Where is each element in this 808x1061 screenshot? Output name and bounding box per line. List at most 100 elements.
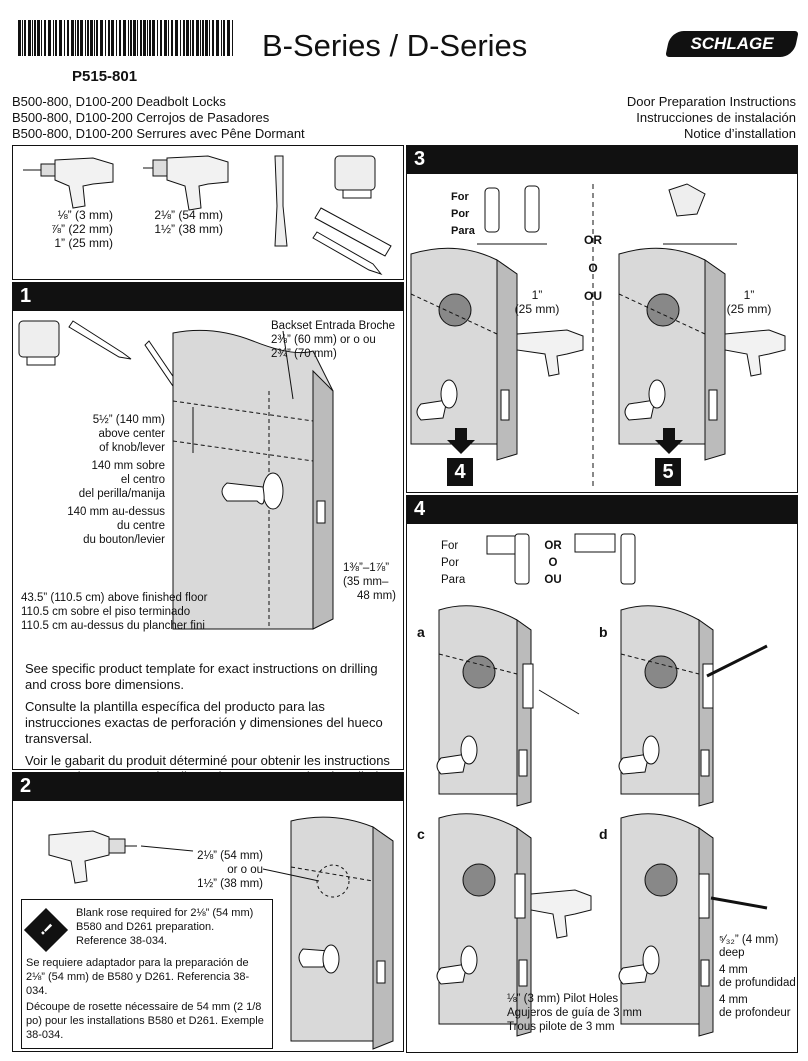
- pilot-holes-fr: Trous pilote de 3 mm: [507, 1021, 615, 1033]
- goto-step-4-badge: 4: [447, 458, 473, 486]
- barcode-bar: [119, 20, 121, 56]
- barcode-bar: [53, 20, 54, 56]
- barcode-bar: [116, 20, 117, 56]
- page-title: B-Series / D-Series: [262, 28, 528, 63]
- floor-height-en: 43.5” (110.5 cm) above finished floor: [21, 592, 208, 604]
- note-es: Consulte la plantilla específica del pro…: [25, 699, 383, 746]
- panel-d-label: d: [599, 826, 608, 842]
- barcode-bar: [183, 20, 185, 56]
- barcode-bar: [64, 20, 65, 56]
- note-en: See specific product template for exact …: [25, 661, 378, 692]
- barcode-bar: [190, 20, 191, 56]
- barcode-bar: [94, 20, 95, 56]
- barcode-bar: [85, 20, 86, 56]
- backset-label: Backset Entrada Broche: [271, 320, 396, 332]
- drill1-size-2: ⅞” (22 mm): [50, 222, 113, 236]
- barcode-bar: [216, 20, 219, 56]
- step-4-panel: For Por Para OR O OU a b c d ⅛” (3 mm) P…: [406, 523, 798, 1053]
- step-2-panel: 2⅛” (54 mm) or o ou 1½” (38 mm) ! Blank …: [12, 800, 404, 1052]
- above-center-es-3: del perilla/manija: [78, 488, 165, 500]
- step4-por: Por: [441, 557, 459, 569]
- product-line-es: B500-800, D100-200 Cerrojos de Pasadores: [12, 110, 270, 125]
- barcode-bar: [227, 20, 230, 56]
- barcode-bar: [192, 20, 194, 56]
- barcode-bar: [77, 20, 79, 56]
- warning-icon: !: [23, 907, 69, 953]
- doc-title-es: Instrucciones de instalación: [636, 110, 796, 125]
- barcode-bar: [71, 20, 74, 56]
- warning-box: ! Blank rose required for 2⅛” (54 mm) B5…: [21, 899, 273, 1049]
- depth-2: deep: [719, 947, 745, 959]
- barcode-bar: [80, 20, 83, 56]
- product-line-fr: B500-800, D100-200 Serrures avec Pêne Do…: [12, 126, 305, 141]
- above-center-fr-2: du centre: [117, 520, 165, 532]
- brand-name: SCHLAGE: [690, 34, 774, 53]
- barcode: [18, 20, 238, 60]
- barcode-bar: [111, 20, 114, 56]
- depth-4: de profundidad: [719, 977, 796, 989]
- barcode-bar: [186, 20, 189, 56]
- barcode-bar: [37, 20, 40, 56]
- part-number: P515-801: [72, 68, 138, 85]
- above-center-en-2: above center: [98, 428, 166, 440]
- panel-c-label: c: [417, 826, 425, 842]
- above-center-en-3: of knob/lever: [99, 442, 165, 454]
- barcode-bar: [160, 20, 162, 56]
- barcode-bar: [34, 20, 36, 56]
- barcode-bar: [157, 20, 158, 56]
- barcode-bar: [143, 20, 146, 56]
- barcode-bar: [28, 20, 31, 56]
- barcode-bar: [149, 20, 151, 56]
- depth-5: 4 mm: [719, 994, 748, 1006]
- step4-o: O: [548, 557, 558, 569]
- barcode-bar: [209, 20, 210, 56]
- step4-or: OR: [544, 540, 562, 552]
- backset-60mm: 2⅜” (60 mm) or o ou: [271, 334, 376, 346]
- barcode-bar: [90, 20, 93, 56]
- barcode-bar: [133, 20, 136, 56]
- floor-height-fr: 110.5 cm au-dessus du plancher fini: [21, 620, 205, 632]
- above-center-fr-1: 140 mm au-dessus: [67, 506, 165, 518]
- step4-for: For: [441, 540, 459, 552]
- door-thickness-3: 48 mm): [357, 590, 396, 602]
- doc-title-fr: Notice d’installation: [683, 126, 796, 141]
- door-thickness-1: 1⅜”–1⅞”: [343, 562, 390, 574]
- barcode-bar: [212, 20, 214, 56]
- step4-ou: OU: [544, 574, 562, 586]
- drill1-size-3: 1” (25 mm): [54, 236, 113, 250]
- backset-70mm: 2¾” (70 mm): [271, 348, 337, 360]
- above-center-fr-3: du bouton/levier: [83, 534, 165, 546]
- barcode-bar: [130, 20, 132, 56]
- above-center-en-1: 5½” (140 mm): [92, 414, 165, 426]
- tools-illustration: [23, 155, 392, 276]
- step3-depth-right-1: 1”: [743, 288, 755, 302]
- step3-depth-left-1: 1”: [531, 288, 543, 302]
- barcode-bar: [48, 20, 51, 56]
- barcode-bar: [32, 20, 33, 56]
- barcode-bar: [41, 20, 42, 56]
- step-2-header: 2: [12, 772, 404, 800]
- barcode-bar: [180, 20, 181, 56]
- barcode-bar: [137, 20, 138, 56]
- drill2-size-1: 2⅛” (54 mm): [154, 208, 223, 222]
- pilot-holes-es: Agujeros de guía de 3 mm: [507, 1007, 642, 1019]
- doc-title-en: Door Preparation Instructions: [626, 94, 796, 109]
- step3-por: Por: [451, 208, 470, 220]
- step4-para: Para: [441, 574, 466, 586]
- barcode-bar: [147, 20, 148, 56]
- barcode-bar: [223, 20, 225, 56]
- step3-depth-left-2: (25 mm): [514, 302, 560, 316]
- warning-es: Se requiere adaptador para la preparació…: [26, 957, 250, 997]
- barcode-bar: [24, 20, 26, 56]
- goto-step-5-badge: 5: [655, 458, 681, 486]
- drill1-size-1: ⅛” (3 mm): [57, 208, 113, 222]
- above-center-es-1: 140 mm sobre: [91, 460, 165, 472]
- warning-fr: Découpe de rosette nécessaire de 54 mm (…: [26, 1001, 264, 1041]
- barcode-bar: [59, 20, 62, 56]
- barcode-bar: [96, 20, 98, 56]
- depth-1: ⁵⁄₃₂” (4 mm): [719, 934, 779, 946]
- barcode-bar: [87, 20, 89, 56]
- hole-size-2: 1½” (38 mm): [197, 878, 263, 890]
- above-center-es-2: el centro: [120, 474, 165, 486]
- barcode-bar: [196, 20, 199, 56]
